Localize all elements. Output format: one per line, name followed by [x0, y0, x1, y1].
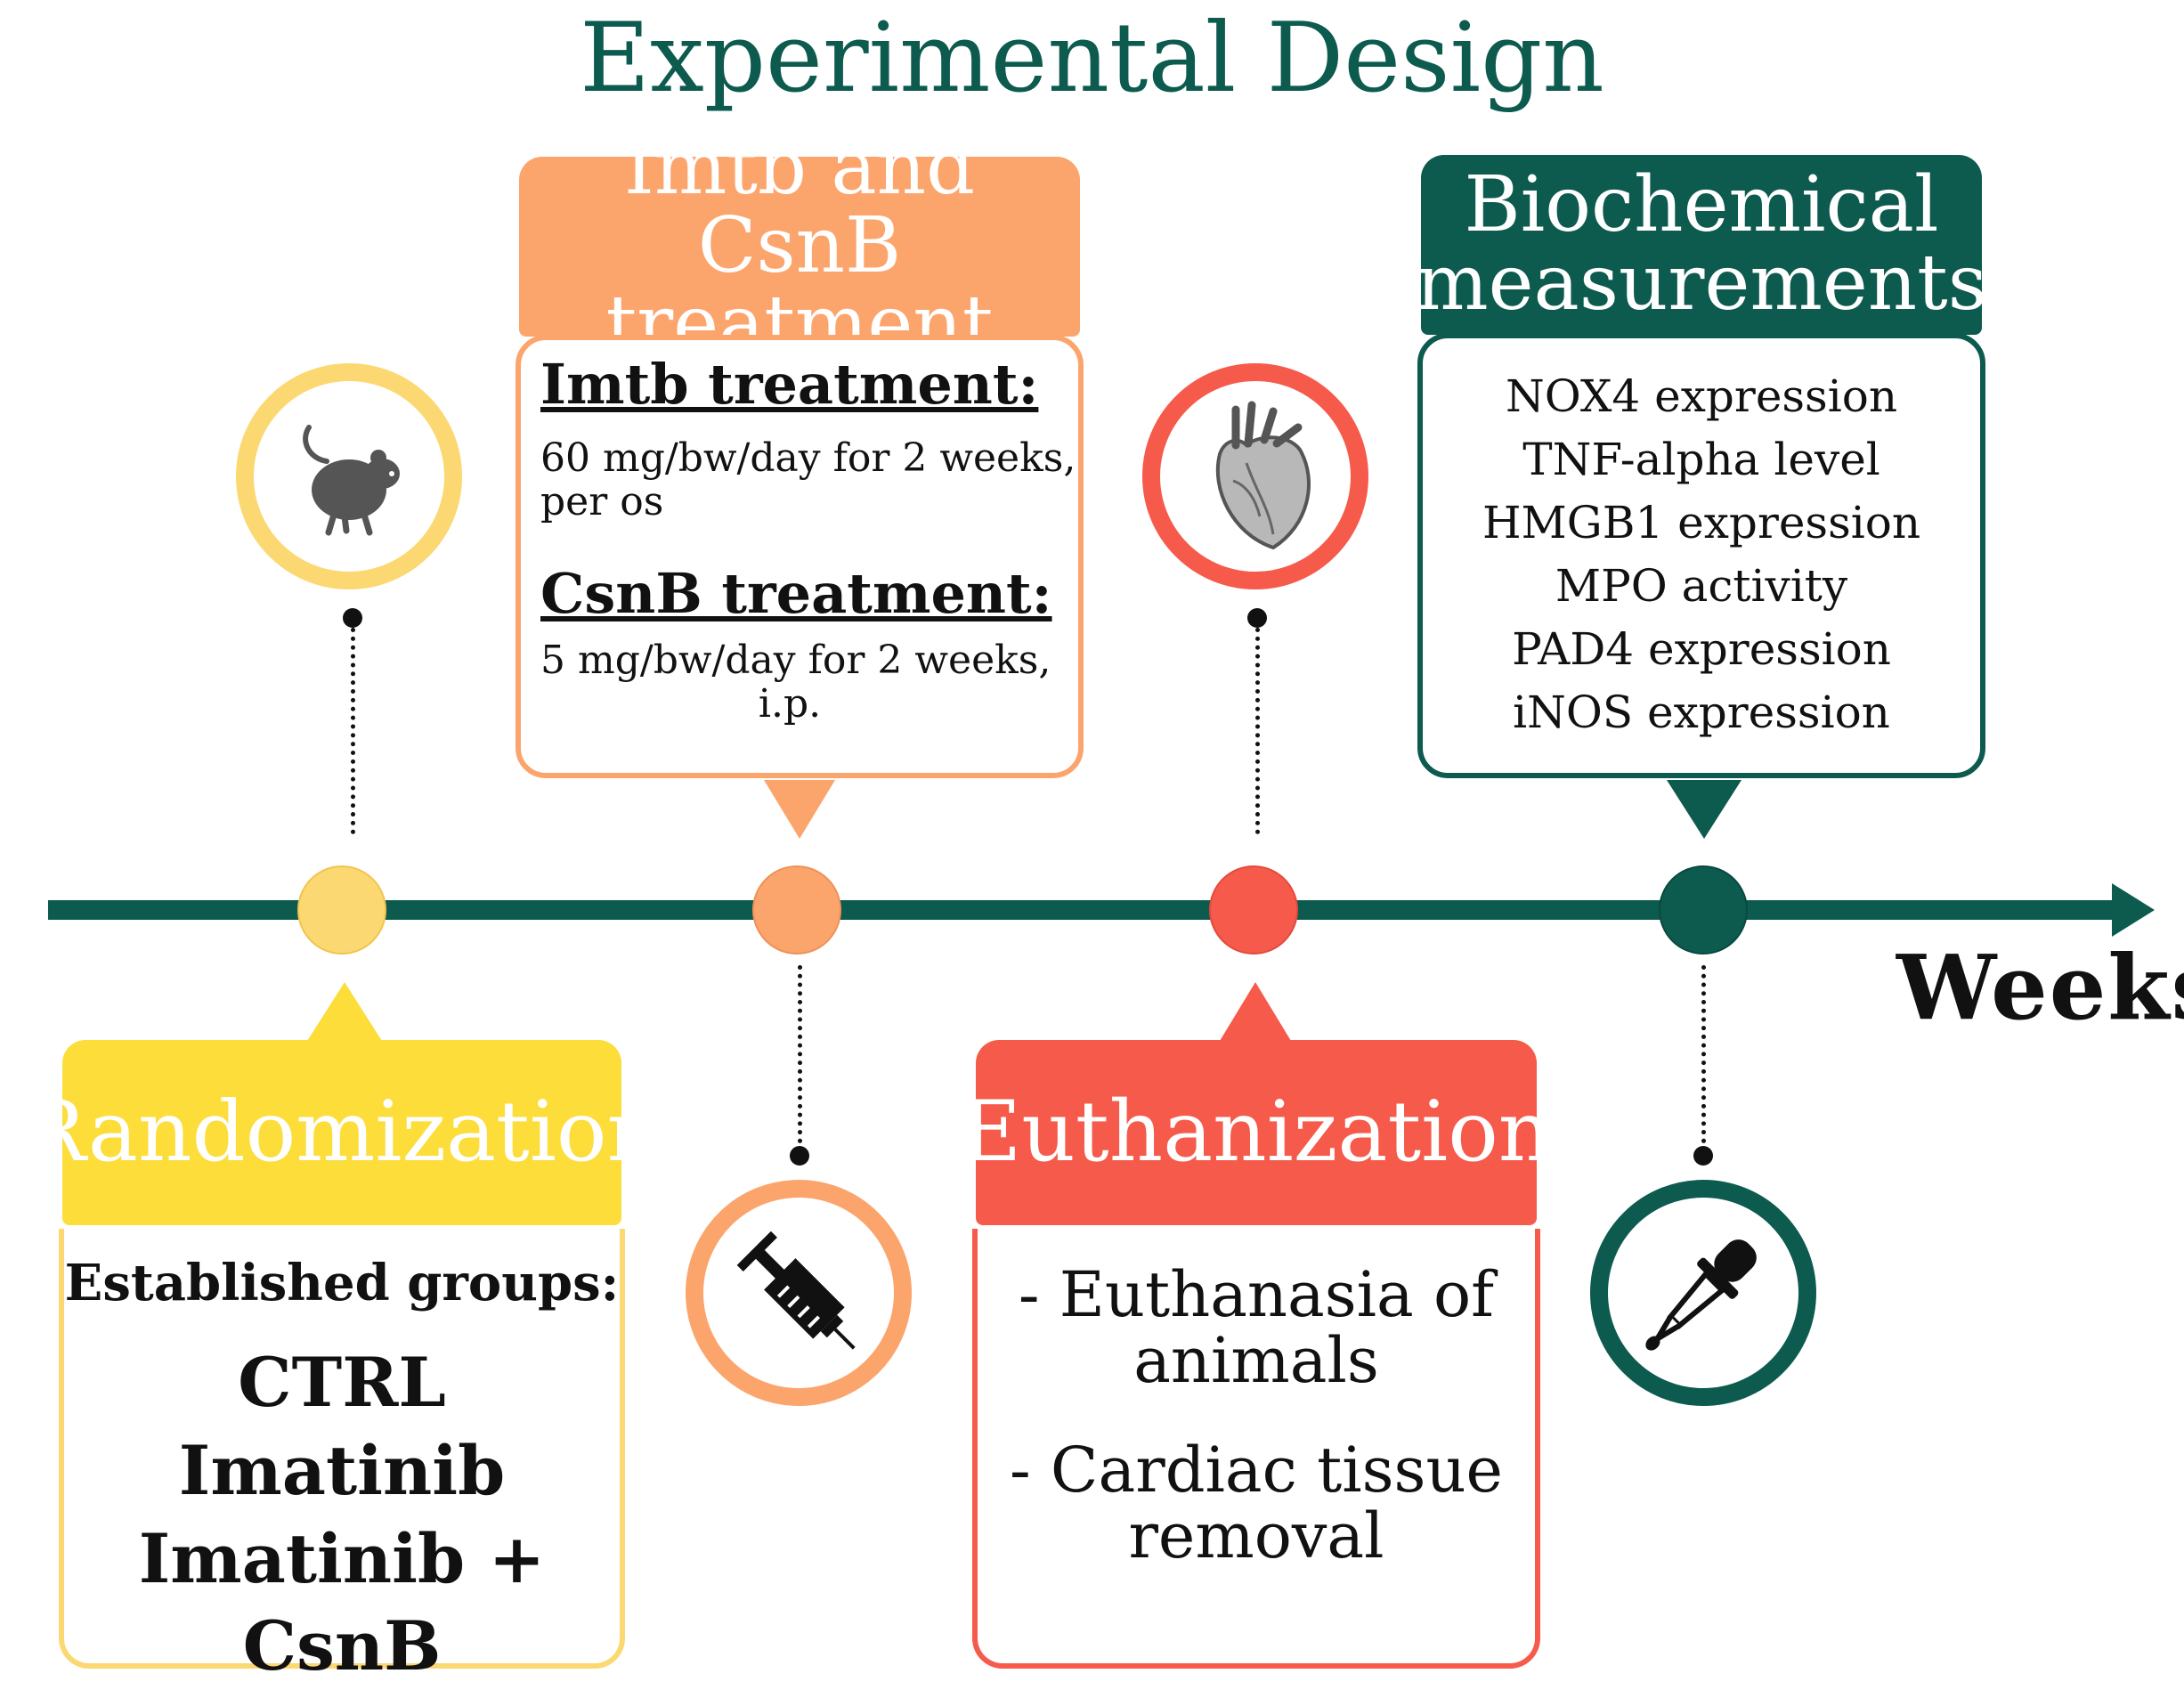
treatment-connector-line: [798, 965, 802, 1143]
randomization-connector-line: [351, 628, 355, 834]
euthanization-connector-dot: [1247, 608, 1267, 628]
euthanization-box: - Euthanasia of animals - Cardiac tissue…: [972, 1229, 1540, 1669]
measurement-item: NOX4 expression: [1505, 370, 1898, 422]
heart-icon: [1215, 401, 1311, 550]
established-groups-heading: Established groups:: [64, 1254, 620, 1312]
group-imatinib: Imatinib: [178, 1430, 506, 1510]
mouse-icon: [303, 425, 400, 536]
treatment-header: Imtb and CsnB treatment: [519, 128, 1080, 363]
measurement-item: HMGB1 expression: [1482, 497, 1921, 548]
euthanization-connector-line: [1255, 628, 1260, 834]
imtb-dose: 60 mg/bw/day for 2 weeks,: [540, 435, 1076, 482]
biochemical-pointer: [1667, 780, 1742, 839]
cardiac-removal-line2: removal: [1128, 1499, 1384, 1572]
csnb-treatment-heading: CsnB treatment:: [540, 560, 1052, 626]
randomization-box: Established groups: CTRL Imatinib Imatin…: [59, 1229, 625, 1686]
syringe-icon-ring: [686, 1180, 912, 1406]
measurement-item: iNOS expression: [1513, 687, 1890, 738]
dropper-icon-ring: [1590, 1180, 1816, 1406]
axis-label: Weeks: [1896, 935, 2184, 1040]
treatment-box: Imtb treatment: 60 mg/bw/day for 2 weeks…: [516, 335, 1084, 778]
randomization-connector-dot: [343, 608, 362, 628]
csnb-route: i.p.: [758, 681, 822, 727]
treatment-pointer: [764, 780, 835, 839]
cardiac-removal-line1: - Cardiac tissue: [1010, 1434, 1503, 1507]
biochemical-header-line2: measurements: [1416, 239, 1987, 328]
euthanasia-item-line1: - Euthanasia of: [1018, 1258, 1495, 1331]
timeline-node-euthanization: [1209, 865, 1298, 955]
diagram-title: Experimental Design: [580, 3, 1604, 114]
syringe-icon: [736, 1231, 856, 1350]
euthanization-pointer: [1220, 982, 1291, 1041]
biochemical-connector-line: [1701, 965, 1706, 1143]
treatment-header-line1: Imtb and CsnB: [623, 123, 976, 291]
heart-icon-ring: [1142, 363, 1368, 589]
euthanization-header-text: Euthanization: [960, 1084, 1553, 1182]
mouse-icon-ring: [236, 363, 462, 589]
biochemical-header-line1: Biochemical: [1464, 160, 1939, 250]
biochemical-box: NOX4 expression TNF-alpha level HMGB1 ex…: [1417, 333, 1985, 778]
group-imatinib-csnb: Imatinib + CsnB: [138, 1518, 546, 1686]
treatment-connector-dot: [790, 1146, 809, 1166]
randomization-header-text: Randomization: [23, 1084, 662, 1182]
euthanasia-item-line2: animals: [1133, 1323, 1379, 1397]
euthanization-header: Euthanization: [961, 1040, 1552, 1225]
randomization-pointer: [307, 982, 382, 1041]
timeline-node-treatment: [752, 865, 841, 955]
group-ctrl: CTRL: [238, 1343, 446, 1422]
timeline-arrowhead: [2112, 883, 2155, 937]
timeline-axis: [48, 900, 2123, 920]
csnb-dose: 5 mg/bw/day for 2 weeks,: [540, 637, 1051, 683]
measurement-item: MPO activity: [1555, 560, 1848, 612]
biochemical-connector-dot: [1693, 1146, 1713, 1166]
timeline-node-biochemical: [1659, 865, 1748, 955]
imtb-route: per os: [540, 479, 664, 525]
measurement-item: PAD4 expression: [1512, 623, 1891, 675]
imtb-treatment-heading: Imtb treatment:: [540, 352, 1039, 417]
biochemical-header: Biochemical measurements: [1416, 155, 1987, 335]
randomization-header: Randomization: [23, 1040, 661, 1225]
timeline-node-randomization: [297, 865, 386, 955]
dropper-icon: [1645, 1239, 1757, 1351]
measurement-item: TNF-alpha level: [1522, 434, 1880, 485]
